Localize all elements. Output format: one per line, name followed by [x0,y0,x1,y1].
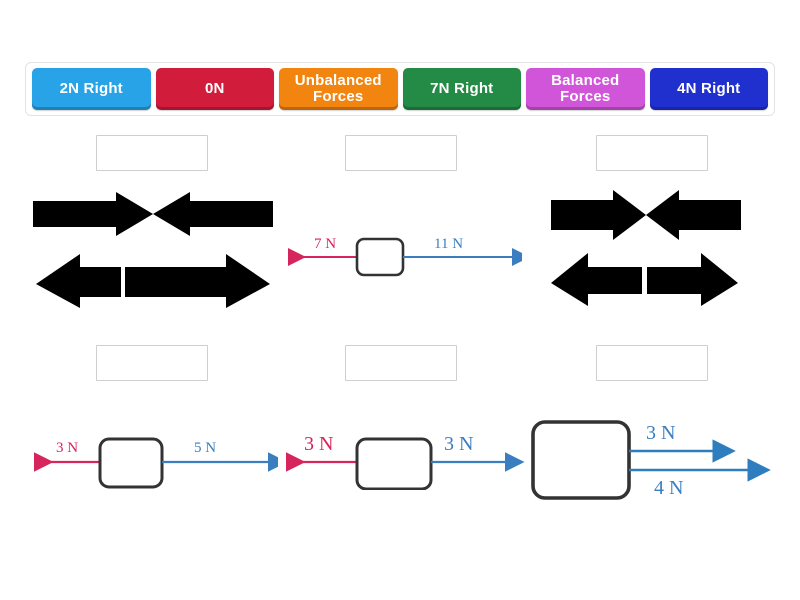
force-label-left: 3 N [304,433,333,455]
force-box [355,437,433,490]
answer-tile-label: Unbalanced Forces [294,72,382,105]
answer-tile-label: 7N Right [430,80,494,98]
diagram-5-force-box: 3 N 3 N [280,420,530,490]
answer-tile-0n[interactable]: 0N [155,68,274,110]
diagram-2-force-box: 7 N 11 N [282,222,522,280]
force-label-top: 3 N [646,422,675,444]
dropzone-6[interactable] [596,345,708,381]
dropzone-1[interactable] [96,135,208,171]
block-arrow-right-upper [33,192,153,236]
block-arrow-right-lower [125,254,270,308]
answer-tile-7n-right[interactable]: 7N Right [402,68,521,110]
diagram-3-block-arrows [551,190,741,306]
block-arrow-right-upper [551,190,646,240]
diagram-4-force-box: 3 N 5 N [28,420,278,490]
force-label-right: 5 N [194,440,216,456]
block-arrow-left-lower [551,253,642,306]
answer-tile-balanced-forces[interactable]: Balanced Forces [526,68,645,110]
force-label-bottom: 4 N [654,477,683,499]
block-arrow-right-lower [647,253,738,306]
dropzone-4[interactable] [96,345,208,381]
block-arrow-left-upper [646,190,741,240]
answer-tile-label: Balanced Forces [551,72,620,105]
force-label-right: 11 N [434,236,463,252]
force-label-left: 3 N [56,440,78,456]
force-label-left: 7 N [314,236,336,252]
answer-tile-unbalanced-forces[interactable]: Unbalanced Forces [279,68,398,110]
answer-tile-2n-right[interactable]: 2N Right [32,68,151,110]
block-arrow-left-lower [36,254,121,308]
answer-tile-label: 4N Right [677,80,741,98]
force-box [98,437,164,489]
force-label-right: 3 N [444,433,473,455]
answer-tile-label: 2N Right [59,80,123,98]
force-box [355,237,405,277]
dropzone-2[interactable] [345,135,457,171]
answer-tile-label: 0N [204,80,225,98]
dropzone-5[interactable] [345,345,457,381]
block-arrow-left-upper [153,192,273,236]
force-box [531,420,631,500]
dropzone-3[interactable] [596,135,708,171]
diagram-1-block-arrows [33,192,273,308]
diagram-6-force-box: 3 N 4 N [528,412,778,507]
answer-tile-4n-right[interactable]: 4N Right [649,68,768,110]
answer-tile-bank: 2N Right 0N Unbalanced Forces 7N Right B… [25,62,775,116]
